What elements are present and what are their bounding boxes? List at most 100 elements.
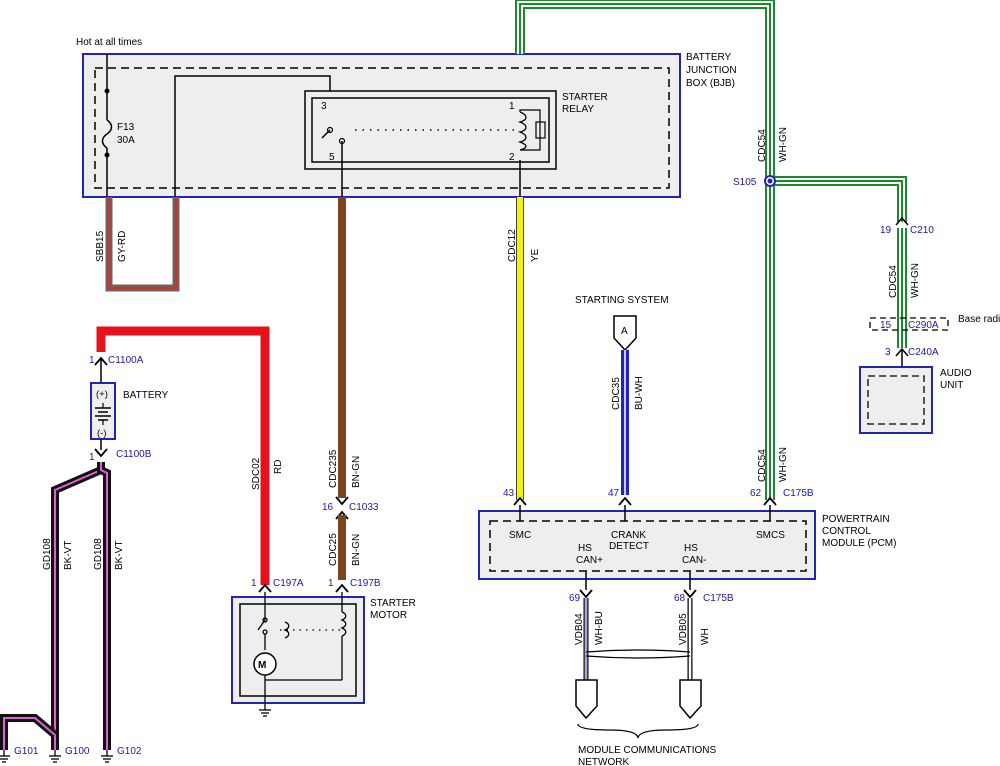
cdc54-radio-circuit: CDC54 [888,265,899,298]
relay-diode [535,121,546,139]
c197b-name: C197B [350,578,381,589]
starting-system-ref-icon [613,315,637,352]
network-label-1: MODULE COMMUNICATIONS [578,745,716,756]
twisted-pair-symbol [585,649,691,659]
audio-unit-box [859,366,933,434]
cdc235-color: BN-GN [351,456,362,488]
splice-label: S105 [733,177,757,188]
pcm-label-3: MODULE (PCM) [822,538,896,549]
gd108-left-circuit: GD108 [42,538,53,570]
ground-g101-icon [0,750,10,763]
starting-system-label: STARTING SYSTEM [575,295,669,306]
audio-unit-inner [867,375,925,425]
pcm-crank-1: CRANK [611,530,646,541]
pcm-connector-top: C175B [783,488,814,499]
bjb-label-3: BOX (BJB) [686,78,735,89]
relay-label-1: STARTER [562,92,608,103]
pcm-box [478,510,816,580]
bjb-inner-dashed [94,67,670,189]
pcm-hscann-2: CAN- [682,555,706,566]
c290a-box [869,317,949,331]
fuse-id: F13 [117,122,135,133]
fuse-symbol [101,119,113,149]
cdc35-circuit: CDC35 [611,377,622,410]
network-tag-left-icon [575,679,598,720]
c197a-connector [258,583,272,593]
battery-label: BATTERY [123,390,169,401]
sdc02-color: RD [273,460,284,474]
pcm-hscann-1: HS [684,543,698,554]
cdc235-circuit: CDC235 [328,449,339,488]
pcm-pin68-connector [683,589,697,599]
c240a-pin: 3 [885,347,891,358]
pcm-pin-68: 68 [674,593,686,604]
audio-unit-label-2: UNIT [940,380,963,391]
gd108-right-color: BK-VT [114,541,125,570]
pcm-pin69-connector [579,589,593,599]
cdc25-circuit: CDC25 [328,533,339,566]
c197b-connector [335,583,349,593]
pcm-pin-43: 43 [503,488,515,499]
starter-motor-label-1: STARTER [370,598,416,609]
pcm-inner-dashed [489,520,807,572]
cdc54-pcm-circuit: CDC54 [757,449,768,482]
sbb15-circuit: SBB15 [95,230,106,262]
sdc02-circuit: SDC02 [251,457,262,490]
c210-connector [895,216,909,226]
c197a-name: C197A [273,578,304,589]
cdc25-color: BN-GN [351,534,362,566]
c1033-pin: 16 [322,502,334,513]
pcm-smcs: SMCS [756,530,785,541]
pcm-pin-69: 69 [569,593,581,604]
audio-unit-label-1: AUDIO [940,368,972,379]
bjb-label-2: JUNCTION [686,65,737,76]
gd108-harness [0,462,111,750]
c290a-name: C290A [908,320,939,331]
pcm-pin-47: 47 [608,488,620,499]
pcm-pin-62: 62 [750,488,762,499]
pcm-pin62-connector [763,496,777,506]
relay-contact-3 [326,126,334,134]
pcm-label-2: CONTROL [822,526,871,537]
c1033-name: C1033 [349,502,379,513]
starter-motor-m-glyph: M [258,660,266,671]
bjb-label-1: BATTERY [686,52,732,63]
starter-motor-inner [239,603,357,697]
starter-motor-label-2: MOTOR [370,610,407,621]
cdc54-top-color: WH-GN [778,127,789,162]
c1100b-connector [94,448,108,458]
pcm-smc: SMC [509,530,531,541]
pcm-label-1: POWERTRAIN [822,514,890,525]
c197b-pin: 1 [328,578,334,589]
ground-g102-icon [101,750,113,763]
fuse-dot-bottom [104,152,110,158]
g101-label: G101 [14,746,39,757]
c290a-pin: 15 [880,320,892,331]
hot-at-all-times-label: Hot at all times [76,37,142,48]
relay-pin-1: 1 [509,101,515,112]
cdc12-circuit: CDC12 [507,229,518,262]
relay-pin-3: 3 [321,101,327,112]
relay-label-2: RELAY [562,104,594,115]
starting-system-ref: A [621,326,628,337]
gd108-left-color: BK-VT [63,541,74,570]
cdc54-radio-color: WH-GN [910,263,921,298]
splice-s105-dot [767,178,773,184]
pcm-pin47-connector [618,496,632,506]
cdc54-top-circuit: CDC54 [757,129,768,162]
relay-coil [517,111,527,151]
c1100a-name: C1100A [108,355,144,366]
fuse-dot-top [104,88,110,94]
g102-label: G102 [117,746,142,757]
pcm-hscanp-1: HS [578,543,592,554]
g100-label: G100 [65,746,90,757]
pcm-connector-bottom: C175B [703,593,734,604]
pcm-pin43-connector [513,496,527,506]
pcm-hscanp-2: CAN+ [576,555,603,566]
relay-pin-5: 5 [329,152,335,163]
fuse-rating: 30A [117,135,135,146]
c197a-pin: 1 [251,578,257,589]
c1100b-pin: 1 [89,452,95,463]
c240a-name: C240A [908,347,939,358]
vdb05-color: WH [700,628,711,645]
